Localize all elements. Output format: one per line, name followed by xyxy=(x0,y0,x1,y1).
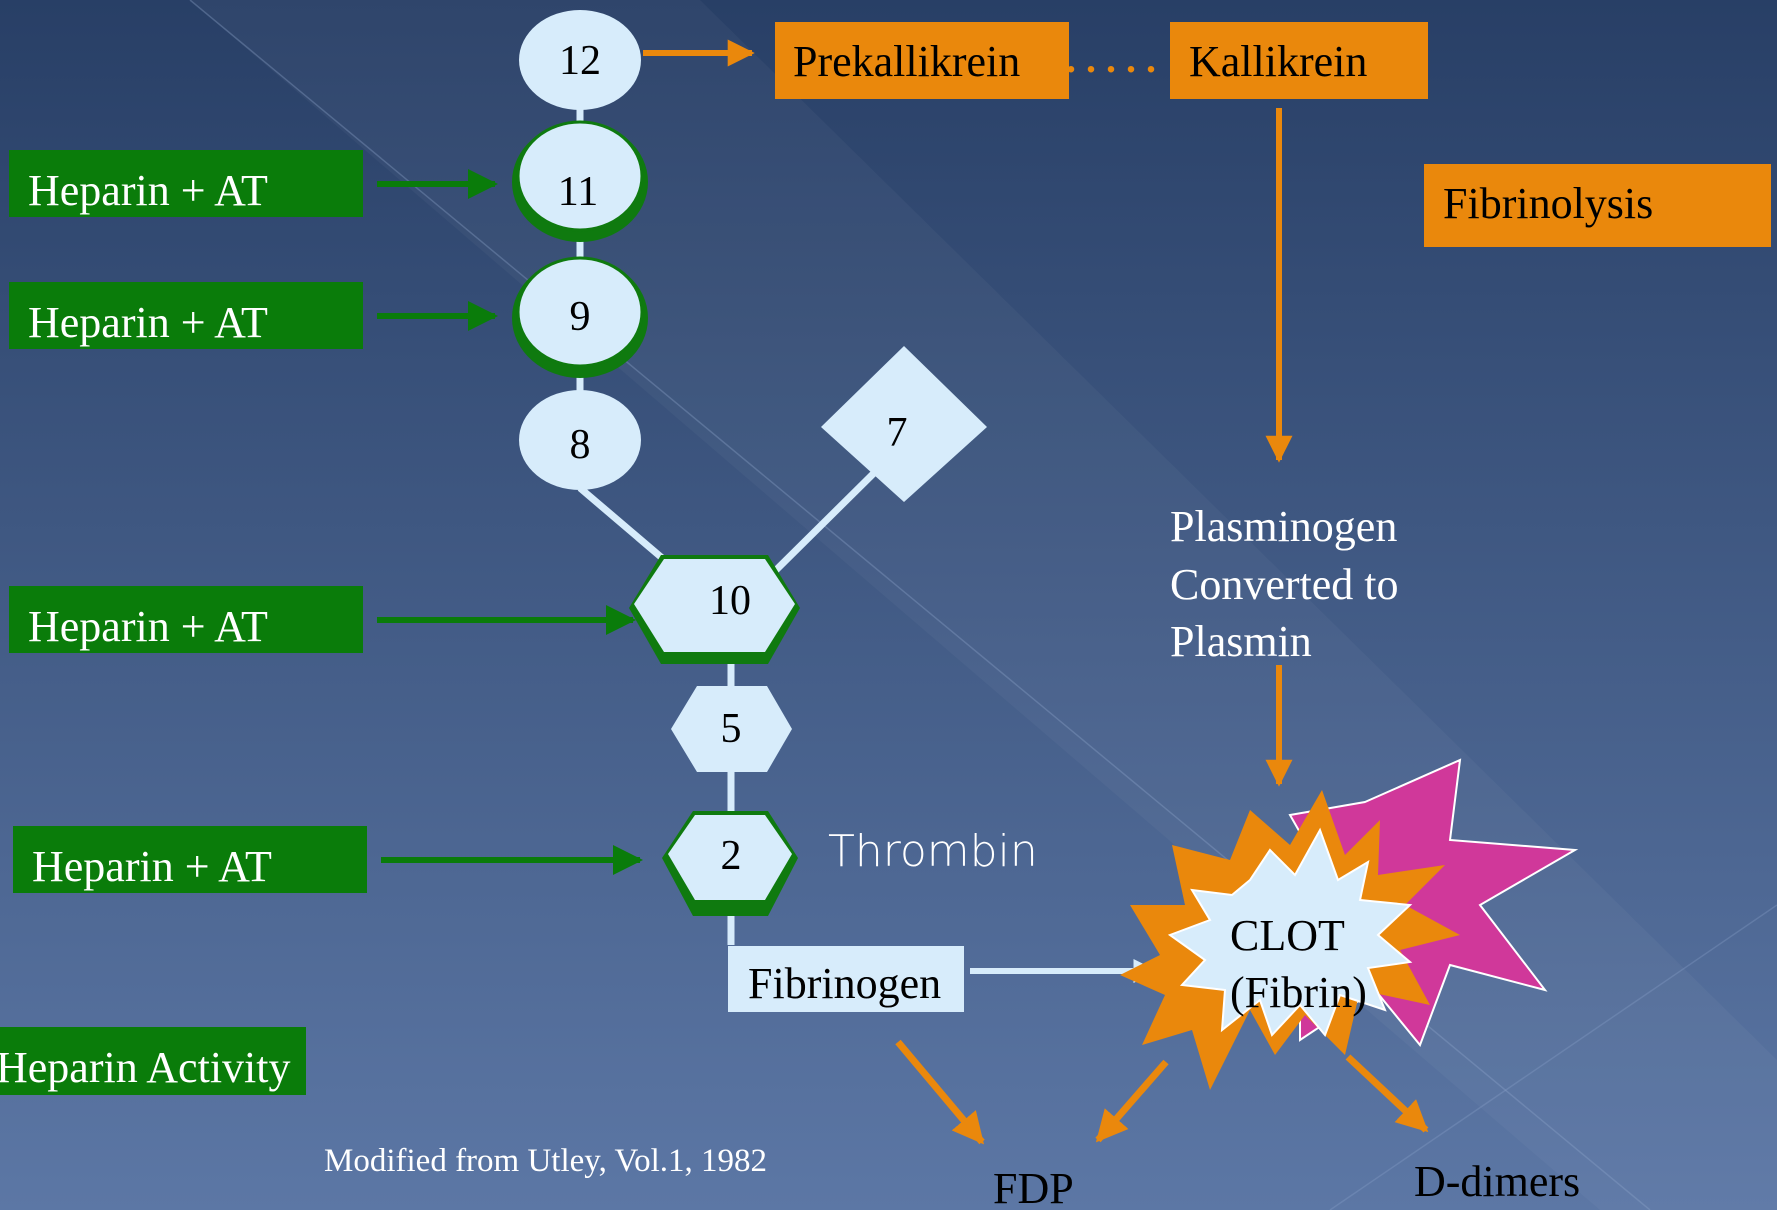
plasminogen-line-3: Plasmin xyxy=(1170,617,1312,666)
factor-9-label: 9 xyxy=(570,294,591,340)
fibrinogen-label: Fibrinogen xyxy=(748,959,941,1008)
background-diagonal-line-2 xyxy=(1329,904,1777,1210)
clot-to-fdp-arrow xyxy=(1095,1059,1169,1143)
factor-10-node: 10 xyxy=(629,555,800,664)
factor-diamond-icon xyxy=(821,346,987,502)
kallikrein-label: Kallikrein xyxy=(1189,37,1367,86)
factor-7-label: 7 xyxy=(887,410,908,456)
ddimers-label: D-dimers xyxy=(1414,1157,1580,1206)
source-note: Modified from Utley, Vol.1, 1982 xyxy=(324,1143,767,1179)
factor-11-node: 11 xyxy=(512,120,648,242)
factor-7-node: 7 xyxy=(821,346,987,502)
factor-5-node: 5 xyxy=(671,686,792,772)
heparin-activity-label: Heparin Activity xyxy=(0,1043,291,1092)
factor-5-label: 5 xyxy=(721,706,742,752)
fibrinolysis-label: Fibrinolysis xyxy=(1443,179,1653,228)
prekallikrein-box: Prekallikrein xyxy=(775,22,1069,99)
fibrinolysis-box: Fibrinolysis xyxy=(1424,164,1771,247)
fibrinogen-box: Fibrinogen xyxy=(728,946,964,1012)
factor-11-label: 11 xyxy=(558,169,598,215)
clot-inner-starburst xyxy=(1167,827,1413,1037)
heparin-box-3: Heparin + AT xyxy=(9,586,363,653)
thrombin-label: Thrombin xyxy=(828,826,1038,877)
heparin-box-1: Heparin + AT xyxy=(9,150,363,217)
factor-8-label: 8 xyxy=(570,422,591,468)
factor-10-label: 10 xyxy=(709,578,751,624)
factor-12-node: 12 xyxy=(519,10,641,110)
fibrinogen-to-fdp-arrow xyxy=(895,1039,985,1145)
heparin-label-3: Heparin + AT xyxy=(28,602,268,651)
heparin-label-2: Heparin + AT xyxy=(28,298,268,347)
kallikrein-box: Kallikrein xyxy=(1170,22,1428,99)
factor-2-label: 2 xyxy=(721,833,742,879)
heparin-box-2: Heparin + AT xyxy=(9,282,363,349)
factor-8-node: 8 xyxy=(519,390,641,490)
plasminogen-line-1: Plasminogen xyxy=(1170,502,1397,551)
prekallikrein-kallikrein-dots: . . . . . xyxy=(1066,36,1156,81)
clot-to-ddimers-arrow xyxy=(1345,1054,1429,1133)
clot-label-line-2: (Fibrin) xyxy=(1230,968,1367,1017)
heparin-box-4: Heparin + AT xyxy=(13,826,367,893)
heparin-activity-box: Heparin Activity xyxy=(0,1027,306,1095)
heparin-label-4: Heparin + AT xyxy=(32,842,272,891)
factor-9-node: 9 xyxy=(512,256,648,378)
factor-2-node: 2 xyxy=(662,811,798,916)
plasminogen-line-2: Converted to xyxy=(1170,560,1399,609)
fdp-label: FDP xyxy=(993,1164,1074,1210)
prekallikrein-label: Prekallikrein xyxy=(793,37,1020,86)
heparin-label-1: Heparin + AT xyxy=(28,166,268,215)
factor-12-label: 12 xyxy=(559,38,601,84)
clot-label-line-1: CLOT xyxy=(1230,911,1345,960)
